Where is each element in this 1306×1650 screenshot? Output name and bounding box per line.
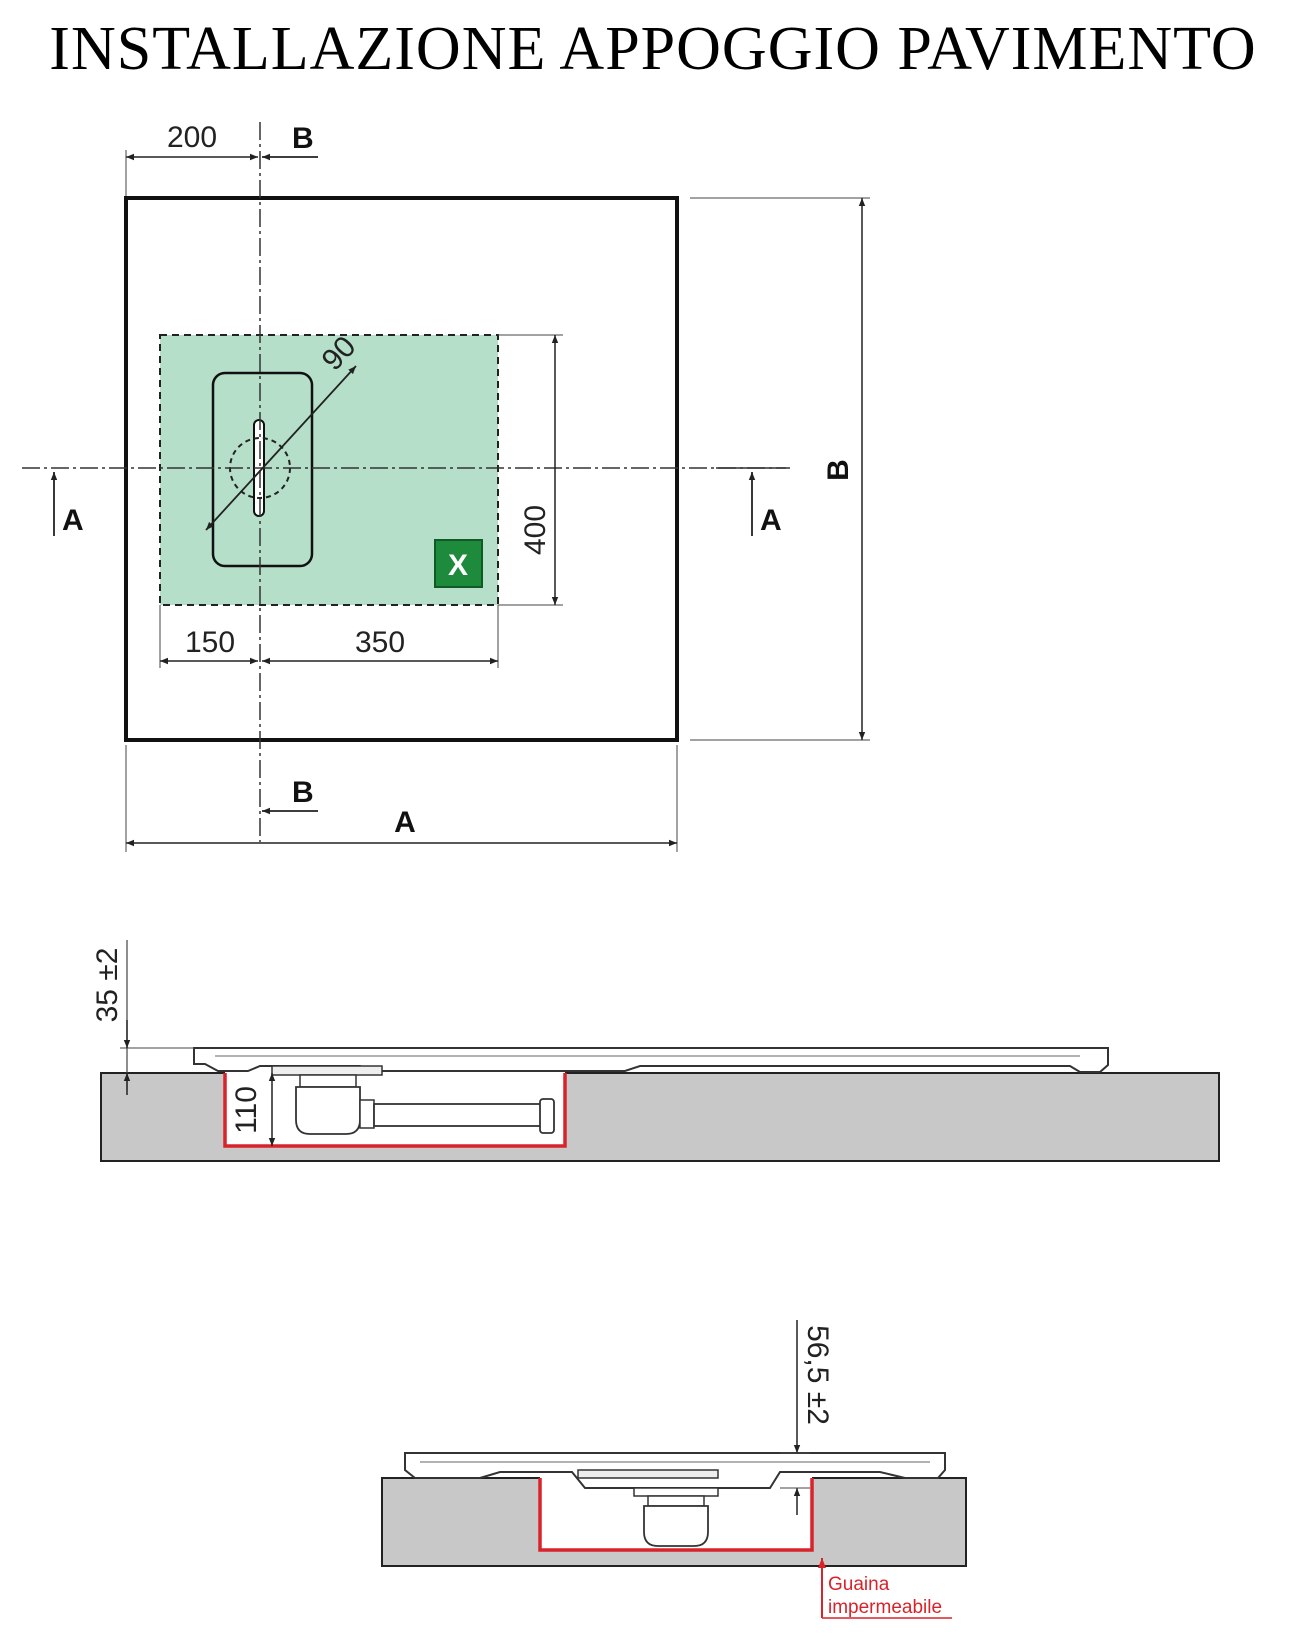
zone-marker-x: X (448, 549, 468, 582)
dim-110: 110 (230, 1086, 263, 1134)
dim-150: 150 (185, 626, 235, 659)
section-a-view: 35 ±2 110 (91, 940, 1220, 1162)
zone-marker-box (434, 539, 483, 588)
page-title: INSTALLAZIONE APPOGGIO PAVIMENTO (49, 15, 1257, 83)
dim-a-label: A (394, 806, 416, 839)
dim-b-label: B (822, 459, 855, 481)
dim-56-5: 56,5 ±2 (801, 1325, 834, 1425)
tray-outline (124, 196, 679, 742)
section-b-label-bottom: B (292, 776, 314, 809)
drain-trap-a (295, 1086, 361, 1135)
dim-400: 400 (519, 505, 552, 555)
membrane-a (223, 1073, 567, 1148)
dim-350: 350 (355, 626, 405, 659)
dim-200: 200 (167, 121, 217, 154)
section-b-label-top: B (292, 122, 314, 155)
plan-view: 90 A A B B 200 150 350 400 B (22, 121, 870, 852)
section-a-label-left: A (62, 504, 84, 537)
membrane-label-line2: impermeabile (828, 1597, 942, 1618)
tray-profile-a (193, 1047, 1109, 1073)
dim-90-line (205, 365, 357, 531)
membrane-label-line1: Guaina (828, 1574, 890, 1595)
drain-trap-b (643, 1505, 709, 1547)
section-b-view: 56,5 ±2 Guaina impermeabile (381, 1320, 967, 1619)
membrane-b (538, 1478, 814, 1552)
drain-pipe-a (373, 1103, 545, 1127)
dim-35: 35 ±2 (91, 948, 124, 1023)
section-a-label-right: A (760, 504, 782, 537)
